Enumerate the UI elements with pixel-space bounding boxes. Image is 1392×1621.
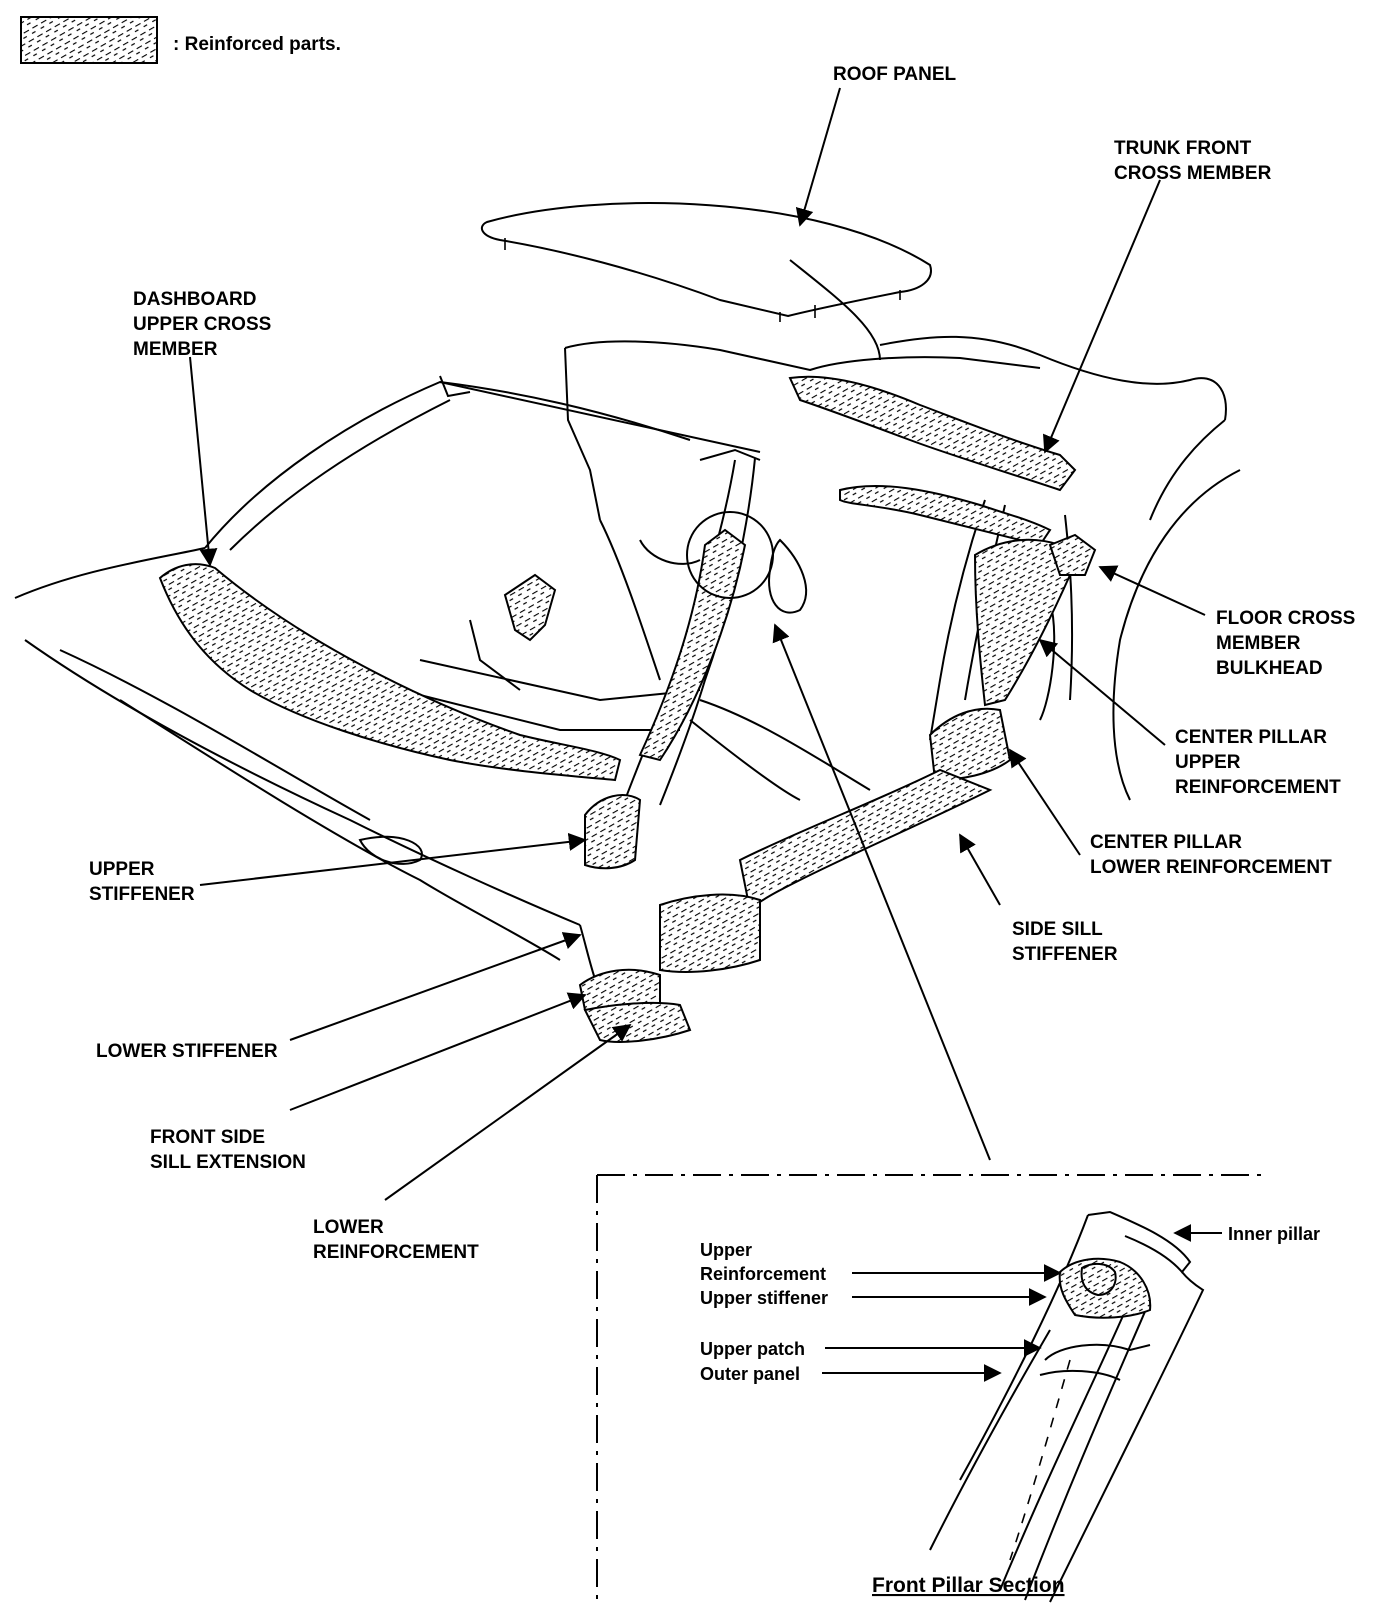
leader-lines — [189, 87, 1206, 1201]
legend-text: : Reinforced parts. — [173, 34, 341, 55]
label-center-pillar-lower-1: CENTER PILLAR — [1090, 832, 1242, 853]
side-sill-stiffener-part — [738, 768, 993, 913]
inset-label-outer-panel: Outer panel — [700, 1364, 800, 1384]
label-dashboard-upper-cross-member-3: MEMBER — [133, 339, 218, 360]
label-lower-stiffener: LOWER STIFFENER — [96, 1041, 278, 1062]
label-upper-stiffener-1: UPPER — [89, 859, 155, 880]
inset-label-inner-pillar: Inner pillar — [1228, 1224, 1320, 1244]
label-floor-cross-member-bulkhead-3: BULKHEAD — [1216, 658, 1323, 679]
inset-label-upper-reinforcement-2: Reinforcement — [700, 1264, 826, 1284]
label-floor-cross-member-bulkhead-2: MEMBER — [1216, 633, 1301, 654]
floor-cross-member-part — [839, 485, 1052, 547]
trunk-front-cross-member-part — [788, 375, 1077, 492]
dashboard-side-bracket — [503, 573, 557, 642]
pillar-section-drawing — [929, 1210, 1205, 1603]
label-center-pillar-upper-3: REINFORCEMENT — [1175, 777, 1341, 798]
label-trunk-front-cross-member-2: CROSS MEMBER — [1114, 163, 1272, 184]
inset-upper-reinforcement-part — [1058, 1257, 1152, 1319]
label-center-pillar-lower-2: LOWER REINFORCEMENT — [1090, 857, 1332, 878]
front-side-sill-extension-part — [659, 893, 761, 973]
label-dashboard-upper-cross-member-1: DASHBOARD — [133, 289, 257, 310]
inset-label-upper-patch: Upper patch — [700, 1339, 805, 1359]
roof-panel-shape — [480, 202, 932, 318]
upper-stiffener-part — [584, 794, 642, 870]
front-pillar-upper-part — [638, 528, 747, 762]
label-floor-cross-member-bulkhead-1: FLOOR CROSS — [1216, 608, 1355, 629]
lower-reinforcement-part — [583, 1001, 692, 1043]
label-side-sill-stiffener-1: SIDE SILL — [1012, 919, 1103, 940]
label-front-side-sill-extension-2: SILL EXTENSION — [150, 1152, 306, 1173]
inset-label-upper-reinforcement-1: Upper — [700, 1240, 752, 1260]
part-labels: ROOF PANEL TRUNK FRONT CROSS MEMBER DASH… — [89, 64, 1355, 1263]
detail-callout-circle — [686, 511, 774, 599]
center-pillar-lower-reinforcement-part — [928, 707, 1012, 782]
label-dashboard-upper-cross-member-2: UPPER CROSS — [133, 314, 271, 335]
inset-title: Front Pillar Section — [872, 1574, 1065, 1597]
label-center-pillar-upper-2: UPPER — [1175, 752, 1241, 773]
legend: : Reinforced parts. — [20, 16, 341, 64]
dashboard-upper-cross-member-part — [158, 563, 622, 782]
center-pillar-upper-reinforcement-part — [973, 538, 1072, 707]
legend-swatch — [20, 16, 158, 64]
label-front-side-sill-extension-1: FRONT SIDE — [150, 1127, 265, 1148]
label-lower-reinforcement-2: REINFORCEMENT — [313, 1242, 479, 1263]
label-roof-panel: ROOF PANEL — [833, 64, 957, 85]
floor-cross-member-bulkhead-part — [1048, 533, 1097, 576]
label-upper-stiffener-2: STIFFENER — [89, 884, 195, 905]
label-lower-reinforcement-1: LOWER — [313, 1217, 384, 1238]
inset-label-upper-stiffener: Upper stiffener — [700, 1288, 828, 1308]
reinforced-parts — [158, 375, 1097, 1043]
label-side-sill-stiffener-2: STIFFENER — [1012, 944, 1118, 965]
front-pillar-section-inset: Inner pillar Upper Reinforcement Upper s… — [596, 1174, 1320, 1605]
label-center-pillar-upper-1: CENTER PILLAR — [1175, 727, 1327, 748]
label-trunk-front-cross-member-1: TRUNK FRONT — [1114, 138, 1252, 159]
